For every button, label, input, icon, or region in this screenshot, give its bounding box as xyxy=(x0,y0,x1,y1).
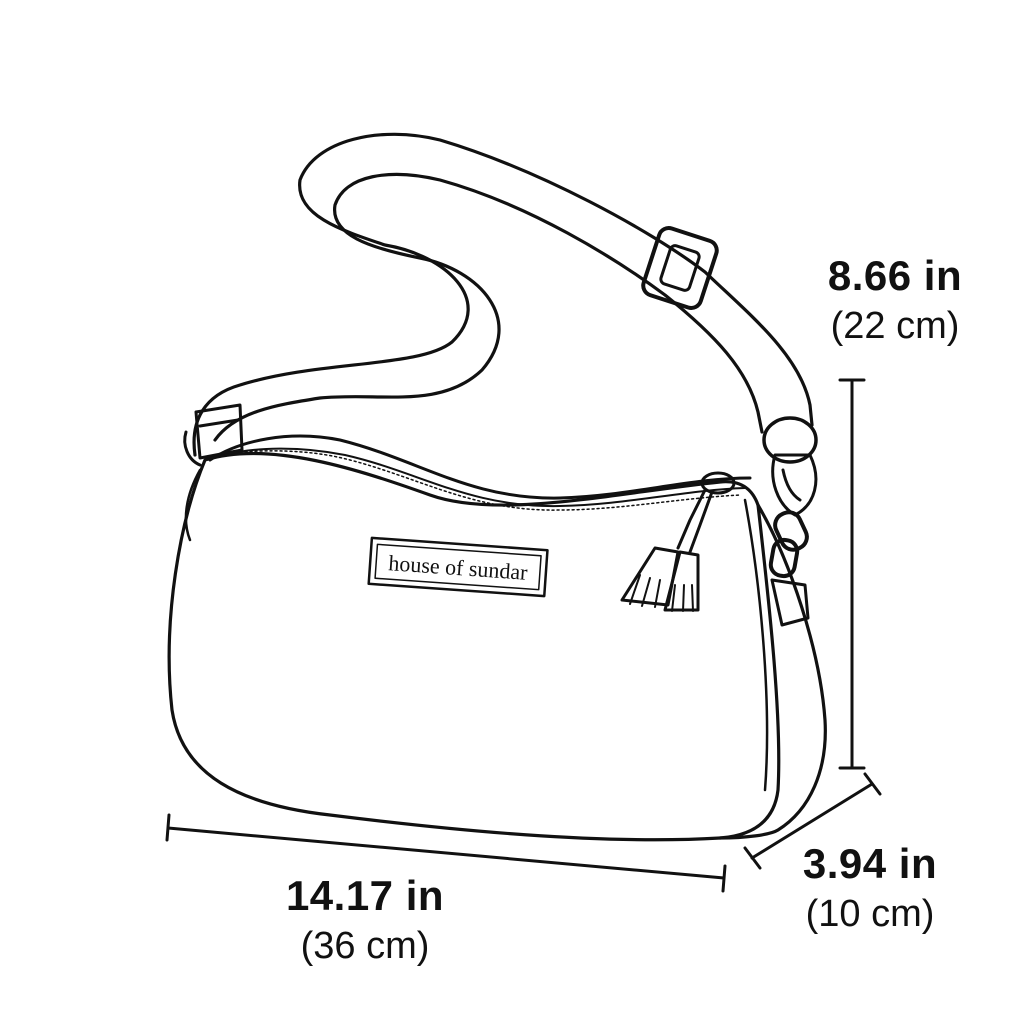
zipper-inner-edge xyxy=(224,447,746,508)
depth-dimension-line xyxy=(743,772,882,870)
front-left-seam xyxy=(184,468,202,542)
width-metric: (36 cm) xyxy=(300,925,430,967)
zipper-outer-edge xyxy=(208,434,752,500)
shoulder-strap xyxy=(192,132,814,457)
bag-body xyxy=(167,451,827,842)
zipper xyxy=(208,434,752,511)
bag-side-gusset xyxy=(718,503,827,840)
side-strap-tab xyxy=(770,578,810,627)
right-clasp-hardware xyxy=(762,416,818,627)
height-label: 8.66 in (22 cm) xyxy=(790,252,1000,347)
tassel-icon xyxy=(663,550,700,612)
depth-imperial: 3.94 in xyxy=(802,840,938,887)
lobster-clasp-icon xyxy=(771,453,818,517)
width-label: 14.17 in (36 cm) xyxy=(245,872,485,967)
depth-label: 3.94 in (10 cm) xyxy=(775,840,965,935)
zipper-slider-icon xyxy=(700,471,736,495)
zipper-pull-tassel xyxy=(620,471,736,612)
strap-outer-edge xyxy=(192,132,814,457)
brand-label-text: house of sundar xyxy=(388,550,529,585)
side-seam xyxy=(743,498,769,792)
chain-link-icon xyxy=(768,537,800,579)
strap-inner-edge xyxy=(213,172,764,442)
brand-label-patch: house of sundar xyxy=(367,536,549,598)
chain-link-icon xyxy=(773,510,809,552)
zipper-teeth xyxy=(239,450,741,511)
width-dimension-line xyxy=(165,813,727,893)
height-dimension-line xyxy=(838,378,866,770)
width-imperial: 14.17 in xyxy=(285,872,445,919)
left-strap-tab xyxy=(183,403,244,467)
height-imperial: 8.66 in xyxy=(827,252,963,299)
bag-front-panel xyxy=(167,451,781,842)
depth-metric: (10 cm) xyxy=(805,893,935,935)
height-metric: (22 cm) xyxy=(830,305,960,347)
tassel-icon xyxy=(620,546,680,607)
d-ring-icon xyxy=(762,416,818,464)
strap-buckle-icon xyxy=(641,226,719,310)
